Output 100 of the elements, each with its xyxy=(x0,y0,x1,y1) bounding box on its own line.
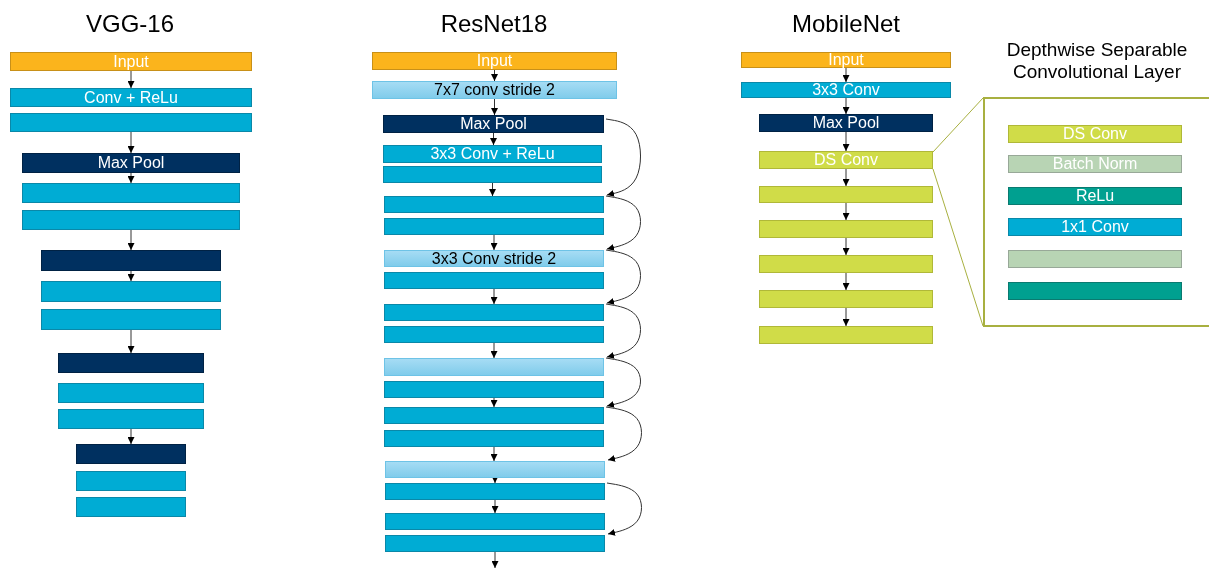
arrow xyxy=(489,182,496,197)
arrow xyxy=(127,131,135,154)
conv-layer xyxy=(22,210,240,230)
layer-label: 7x7 conv stride 2 xyxy=(434,82,555,98)
conv-layer xyxy=(10,88,252,107)
activation-layer xyxy=(1008,187,1182,205)
arrow xyxy=(127,70,135,89)
ds-conv-layer xyxy=(759,151,933,169)
input-layer xyxy=(372,52,617,70)
arrow xyxy=(842,97,850,115)
conv-layer xyxy=(384,272,604,289)
ds-conv-layer xyxy=(759,326,933,344)
arrow xyxy=(127,172,135,184)
conv-layer xyxy=(1008,218,1182,236)
pooling-layer xyxy=(759,114,933,132)
ds-conv-layer xyxy=(759,255,933,273)
input-layer xyxy=(10,52,252,71)
arrow xyxy=(605,249,641,305)
ds-conv-layer xyxy=(759,220,933,238)
arrow xyxy=(490,397,498,408)
conv-layer xyxy=(385,513,605,530)
arrow xyxy=(491,98,498,116)
arrow xyxy=(842,131,850,152)
batch-norm-layer xyxy=(1008,250,1182,268)
conv-layer xyxy=(741,82,951,98)
pooling-layer xyxy=(22,153,240,173)
arrow xyxy=(490,132,497,146)
layer-label: 1x1 Conv xyxy=(1061,219,1129,235)
arrow xyxy=(842,237,850,256)
input-layer xyxy=(741,52,951,68)
pooling-layer xyxy=(76,444,186,464)
arrow xyxy=(842,272,850,291)
activation-layer xyxy=(1008,282,1182,300)
arrow xyxy=(605,406,642,462)
strided-conv-layer xyxy=(384,250,604,267)
strided-conv-layer xyxy=(384,358,604,376)
column-heading: VGG-16 xyxy=(86,10,174,38)
strided-conv-layer xyxy=(385,461,605,478)
layer-label: DS Conv xyxy=(814,152,878,168)
pooling-layer xyxy=(41,250,221,271)
arrow xyxy=(127,329,135,354)
arrow xyxy=(127,428,135,445)
arrow xyxy=(491,476,499,484)
arrow xyxy=(490,446,498,462)
conv-layer xyxy=(22,183,240,203)
layer-label: Max Pool xyxy=(97,155,165,171)
layer-label: 3x3 Conv xyxy=(812,82,880,98)
conv-layer xyxy=(385,483,605,500)
layer-label: Input xyxy=(113,53,149,70)
layer-label: 3x3 Conv stride 2 xyxy=(431,250,557,267)
conv-layer xyxy=(385,535,605,552)
conv-layer xyxy=(384,196,604,213)
arrow xyxy=(491,69,498,82)
layer-label: Conv + ReLu xyxy=(84,89,178,106)
conv-layer xyxy=(384,304,604,321)
ds-conv-layer xyxy=(759,290,933,308)
conv-layer xyxy=(384,430,604,447)
arrow xyxy=(605,195,641,251)
zoom-line xyxy=(932,97,984,153)
column-heading: ResNet18 xyxy=(440,10,548,38)
arrow xyxy=(127,270,135,282)
conv-layer xyxy=(383,145,602,163)
arrow xyxy=(605,357,641,408)
arrow xyxy=(491,551,499,569)
pooling-layer xyxy=(383,115,604,133)
conv-layer xyxy=(58,383,204,403)
arrow xyxy=(842,67,850,83)
conv-layer xyxy=(76,471,186,491)
arrow xyxy=(842,202,850,221)
arrow xyxy=(490,234,498,251)
arrow xyxy=(842,168,850,187)
batch-norm-layer xyxy=(1008,155,1182,173)
conv-layer xyxy=(384,326,604,343)
arrow xyxy=(605,118,641,197)
layer-label: Batch Norm xyxy=(1052,156,1138,172)
strided-conv-layer xyxy=(372,81,617,99)
arrow xyxy=(605,303,641,359)
zoom-line xyxy=(932,168,984,327)
panel-heading: Depthwise Separable Convolutional Layer xyxy=(1005,39,1189,83)
conv-layer xyxy=(41,281,221,302)
arrow xyxy=(491,499,499,514)
layer-label: ReLu xyxy=(1075,188,1115,204)
conv-layer xyxy=(41,309,221,330)
arrow xyxy=(490,342,498,359)
layer-label: 3x3 Conv + ReLu xyxy=(430,146,555,162)
layer-label: DS Conv xyxy=(1063,126,1127,142)
conv-layer xyxy=(383,166,602,183)
conv-layer xyxy=(384,407,604,424)
conv-layer xyxy=(58,409,204,429)
conv-layer xyxy=(10,113,252,132)
ds-conv-layer xyxy=(1008,125,1182,143)
arrow xyxy=(490,288,498,305)
column-heading: MobileNet xyxy=(792,10,900,38)
pooling-layer xyxy=(58,353,204,373)
arrow xyxy=(842,307,850,327)
arrow xyxy=(606,482,642,536)
arrow xyxy=(127,229,135,251)
conv-layer xyxy=(384,218,604,235)
layer-label: Max Pool xyxy=(460,116,527,132)
conv-layer xyxy=(384,381,604,398)
